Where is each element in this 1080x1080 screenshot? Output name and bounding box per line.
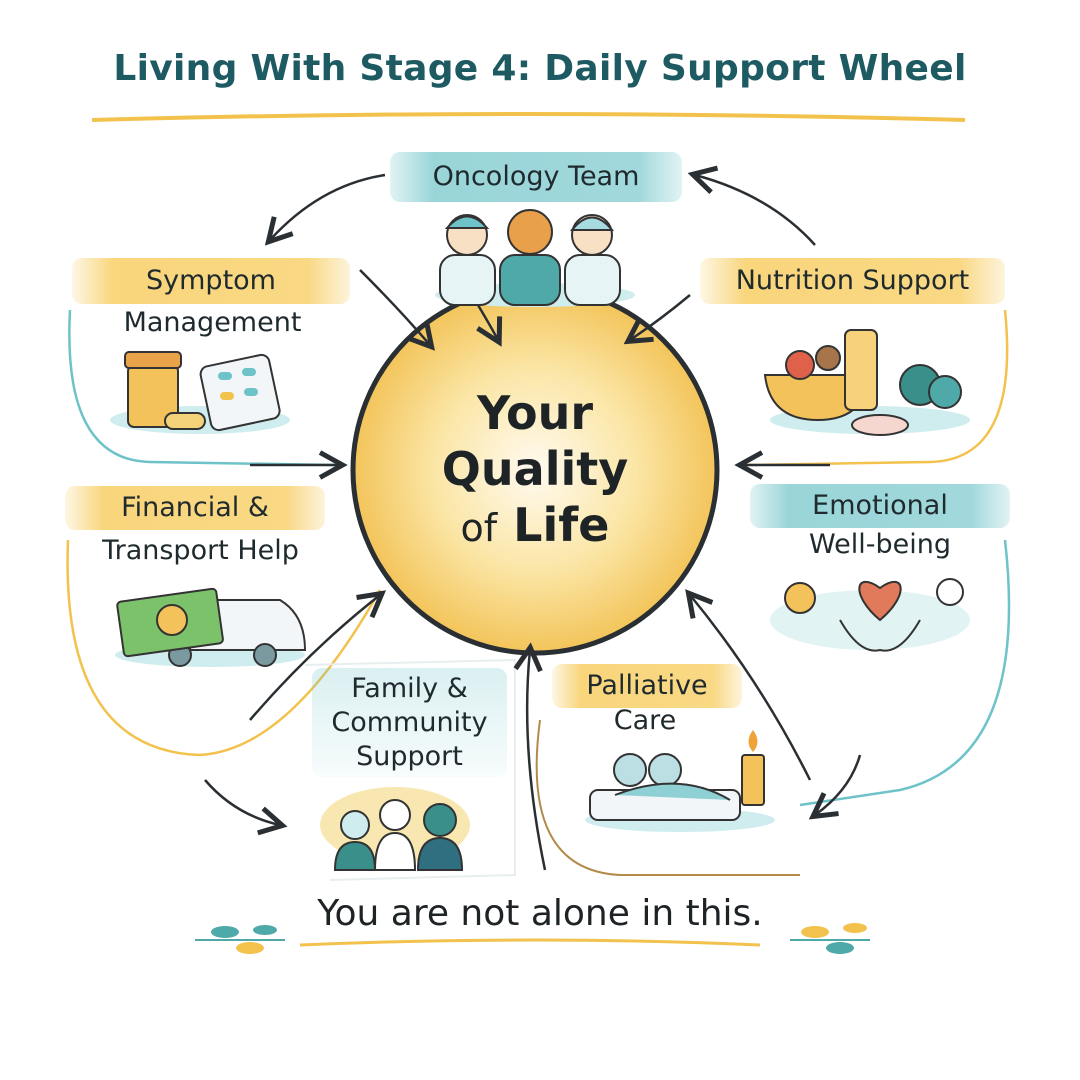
emotional-bracket [799,539,1011,807]
center-label: Your Quality of Life [385,385,685,553]
arrow-financial-to-family [204,779,280,825]
node-financial-subtitle: Transport Help [102,535,299,566]
palliative-bracket [535,719,800,876]
arrow-oncology-to-symptom [270,173,386,240]
center-line-1: Your [476,386,594,440]
arrow-palliative-to-center [527,650,547,871]
family-line-1: Family & [351,673,468,704]
node-palliative-title: Palliative [552,664,742,708]
footer-underline [299,938,761,947]
arrow-nutrition-to-oncology [695,175,816,246]
node-oncology-team: Oncology Team [390,152,682,202]
node-emotional-title: Emotional [750,484,1010,528]
footer-message: You are not alone in this. [317,893,763,934]
node-emotional-subtitle: Well-being [809,529,951,560]
node-palliative-subtitle: Care [613,705,677,736]
heart-hands-icon [770,578,970,652]
medication-icon [110,351,290,434]
financial-bracket [66,539,382,757]
food-icon [763,329,970,436]
title-underline [91,112,966,122]
center-line-2: Quality [441,442,629,497]
nutrition-bracket [744,309,1009,467]
arrow-nutrition-to-center [630,294,691,340]
node-financial-title: Financial & [65,486,325,530]
node-symptom-subtitle: Management [123,307,302,338]
leaf-left-icon [195,925,285,954]
family-icon [320,787,470,871]
doctors-icon [435,209,635,307]
center-line-3b: Life [513,498,610,553]
money-van-icon [115,587,307,667]
leaf-right-icon [790,923,870,954]
arrow-symptom-to-center [359,269,430,345]
node-symptom-title: Symptom [72,258,350,304]
arrow-financial-to-center [249,595,380,721]
node-nutrition-support: Nutrition Support [700,258,1005,304]
page-title: Living With Stage 4: Daily Support Wheel [113,48,967,89]
arrow-to-palliative [815,754,862,815]
bed-candle-icon [585,730,775,832]
symptom-bracket [68,309,336,467]
family-bracket [304,658,516,881]
arrow-emotional-to-center [690,595,812,781]
family-line-3: Support [356,740,463,772]
family-line-2: Community [331,706,488,738]
center-line-3a: of [460,506,498,551]
node-family-community: Family & Community Support [312,668,507,778]
